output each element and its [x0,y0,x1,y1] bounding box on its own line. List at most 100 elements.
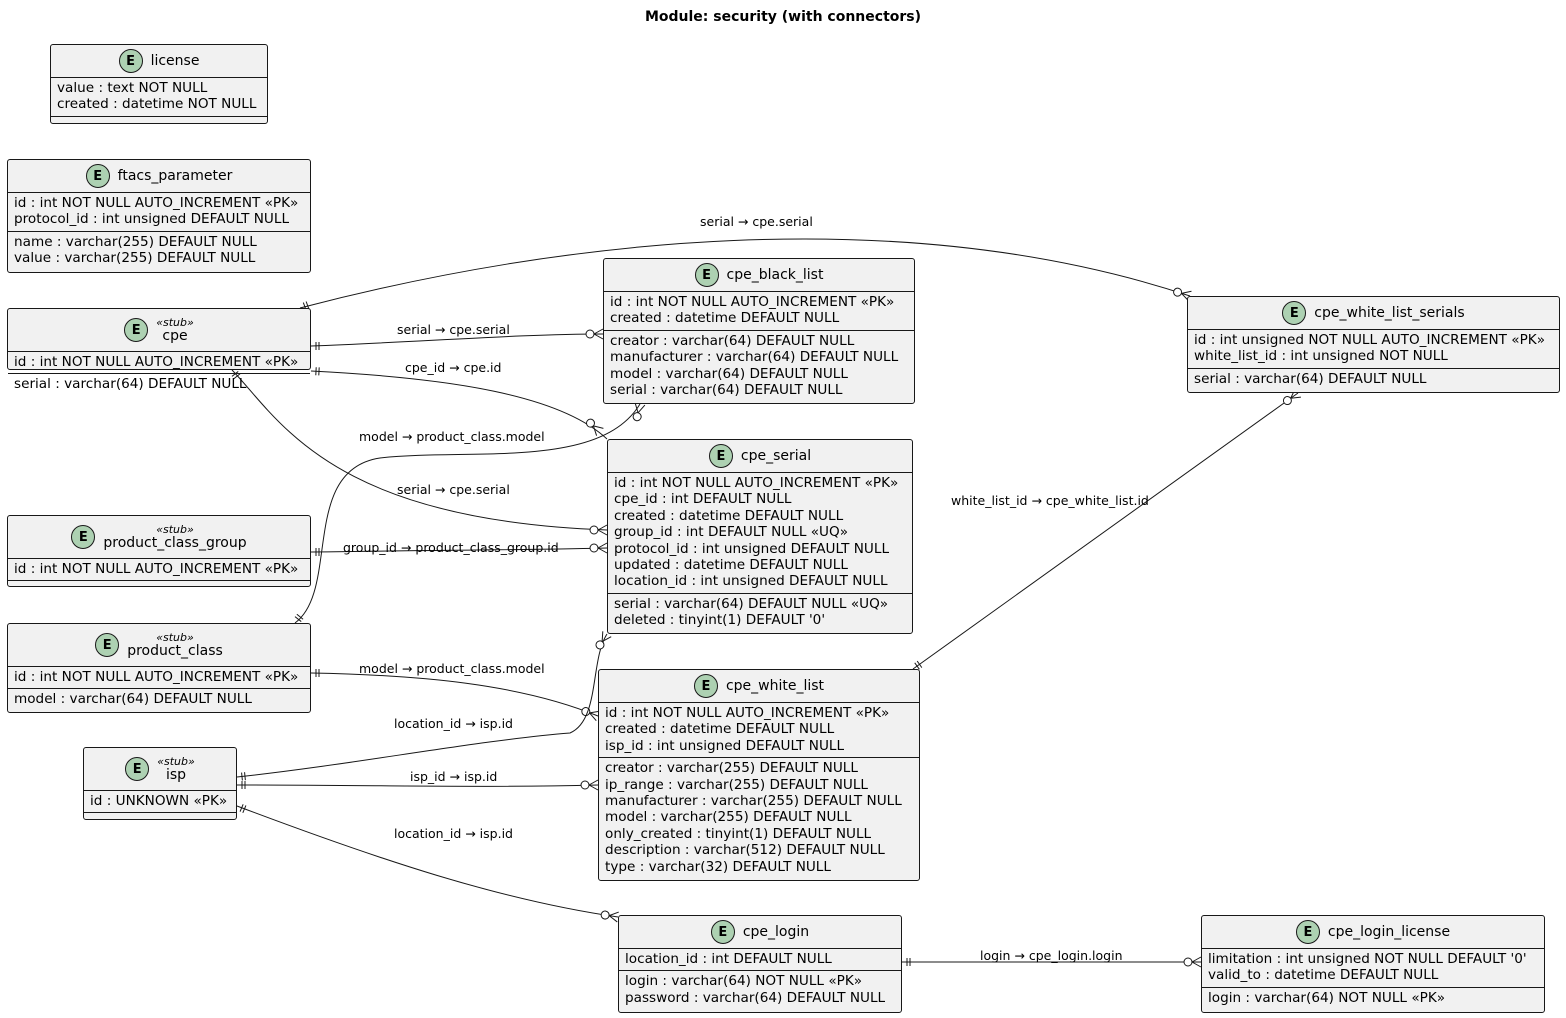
entity-field: manufacturer : varchar(255) DEFAULT NULL [605,793,902,810]
entity-header: E«stub»isp [84,748,236,790]
entity-key-fields: id : int NOT NULL AUTO_INCREMENT «PK»pro… [8,192,310,231]
entity-field: creator : varchar(255) DEFAULT NULL [605,760,858,777]
entity-name-block: ftacs_parameter [118,168,233,184]
entity-fields: login : varchar(64) NOT NULL «PK»passwor… [619,970,901,1009]
entity-key-fields: id : int NOT NULL AUTO_INCREMENT «PK»cpe… [608,472,912,593]
relation-cpe-wls[interactable] [299,238,1192,311]
relation-label: serial → cpe.serial [700,214,813,229]
entity-field: cpe_id : int DEFAULT NULL [614,491,792,508]
entity-field: value : text NOT NULL [57,80,208,96]
relation-cpe-serial-serial[interactable] [231,369,608,536]
relation-label: serial → cpe.serial [397,482,510,497]
entity-field: id : int NOT NULL AUTO_INCREMENT «PK» [605,705,890,721]
entity-fields [84,812,236,822]
entity-fields: serial : varchar(64) DEFAULT NULL «UQ»de… [608,592,912,632]
entity-name: cpe_serial [740,447,812,464]
entity-header: E«stub»cpe [8,309,310,351]
entity-field: serial : varchar(64) DEFAULT NULL «UQ» [614,595,889,612]
entity-fields [51,115,267,126]
relation-isp-login[interactable] [236,804,619,923]
entity-field: id : int NOT NULL AUTO_INCREMENT «PK» [14,561,299,577]
entity-field: id : int NOT NULL AUTO_INCREMENT «PK» [14,669,299,685]
entity-field: value : varchar(255) DEFAULT NULL [14,250,256,267]
relation-label: isp_id → isp.id [410,769,498,784]
entity-field: id : int NOT NULL AUTO_INCREMENT «PK» [610,294,895,310]
entity-field: only_created : tinyint(1) DEFAULT NULL [605,825,872,842]
entity-badge-icon: E [85,164,110,188]
entity-fields [8,580,310,590]
entity-field: created : datetime DEFAULT NULL [614,507,844,524]
entity-field: valid_to : datetime DEFAULT NULL [1208,967,1439,984]
entity-field: id : UNKNOWN «PK» [90,793,228,809]
entity-field: id : int NOT NULL AUTO_INCREMENT «PK» [14,195,299,211]
entity-field: created : datetime DEFAULT NULL [605,721,835,738]
entity-field: serial : varchar(64) DEFAULT NULL [14,376,247,393]
entity-badge-icon: E [95,633,120,657]
entity-field: password : varchar(64) DEFAULT NULL [625,989,886,1006]
entity-field: id : int NOT NULL AUTO_INCREMENT «PK» [614,475,899,491]
entity-field: white_list_id : int unsigned NOT NULL [1194,348,1448,365]
relation-label: model → product_class.model [359,661,545,676]
entity-key-fields: id : UNKNOWN «PK» [84,790,236,812]
entity-fields: serial : varchar(64) DEFAULT NULL [1188,367,1559,390]
entity-name: cpe_black_list [726,266,824,283]
entity-name-block: cpe_login_license [1327,923,1451,940]
relation-cpe-bl[interactable] [310,328,604,350]
entity-key-fields: id : int NOT NULL AUTO_INCREMENT «PK» [8,558,310,580]
entity-field: protocol_id : int unsigned DEFAULT NULL [614,540,890,557]
entity-field: isp_id : int unsigned DEFAULT NULL [605,737,845,754]
entity-field: serial : varchar(64) DEFAULT NULL [610,382,843,399]
entity-name: product_class_group [103,534,247,551]
entity-key-fields: location_id : int DEFAULT NULL [619,948,901,970]
relation-wl-wls[interactable] [912,388,1301,670]
entity-field: model : varchar(255) DEFAULT NULL [605,809,852,826]
entity-key-fields: limitation : int unsigned NOT NULL DEFAU… [1202,948,1544,987]
relation-label: group_id → product_class_group.id [343,540,559,555]
relation-isp-serial[interactable] [236,631,612,781]
entity-badge-icon: E [708,444,733,468]
entity-key-fields: id : int NOT NULL AUTO_INCREMENT «PK»cre… [604,291,914,330]
entity-isp[interactable]: E«stub»isp id : UNKNOWN «PK» [83,747,237,820]
relation-cpe-serial-id[interactable] [310,367,608,440]
entity-name-block: «stub»isp [157,755,195,783]
relation-label: serial → cpe.serial [397,322,510,337]
entity-name-block: «stub»cpe [156,316,194,344]
entity-header: E«stub»product_class [8,624,310,666]
entity-name: cpe_login_license [1327,923,1451,940]
entity-field: group_id : int DEFAULT NULL «UQ» [614,524,849,541]
relation-login-license[interactable] [902,956,1202,968]
entity-stereotype: «stub» [156,630,194,644]
entity-field: deleted : tinyint(1) DEFAULT '0' [614,612,826,629]
entity-badge-icon: E [1282,301,1307,325]
entity-badge-icon: E [1295,920,1320,944]
entity-key-fields: id : int NOT NULL AUTO_INCREMENT «PK» [8,666,310,688]
entity-name: cpe_white_list [725,677,825,694]
entity-field: location_id : int DEFAULT NULL [625,951,832,967]
relation-isp-wl[interactable] [236,779,599,791]
relation-pc-wl[interactable] [310,669,600,722]
entity-field: type : varchar(32) DEFAULT NULL [605,858,831,875]
entity-field: ip_range : varchar(255) DEFAULT NULL [605,776,868,793]
entity-header: E«stub»product_class_group [8,516,310,558]
relation-pc-bl[interactable] [294,402,646,624]
entity-name-block: cpe_white_list_serials [1314,305,1464,321]
relation-pcg-serial[interactable] [310,542,608,556]
